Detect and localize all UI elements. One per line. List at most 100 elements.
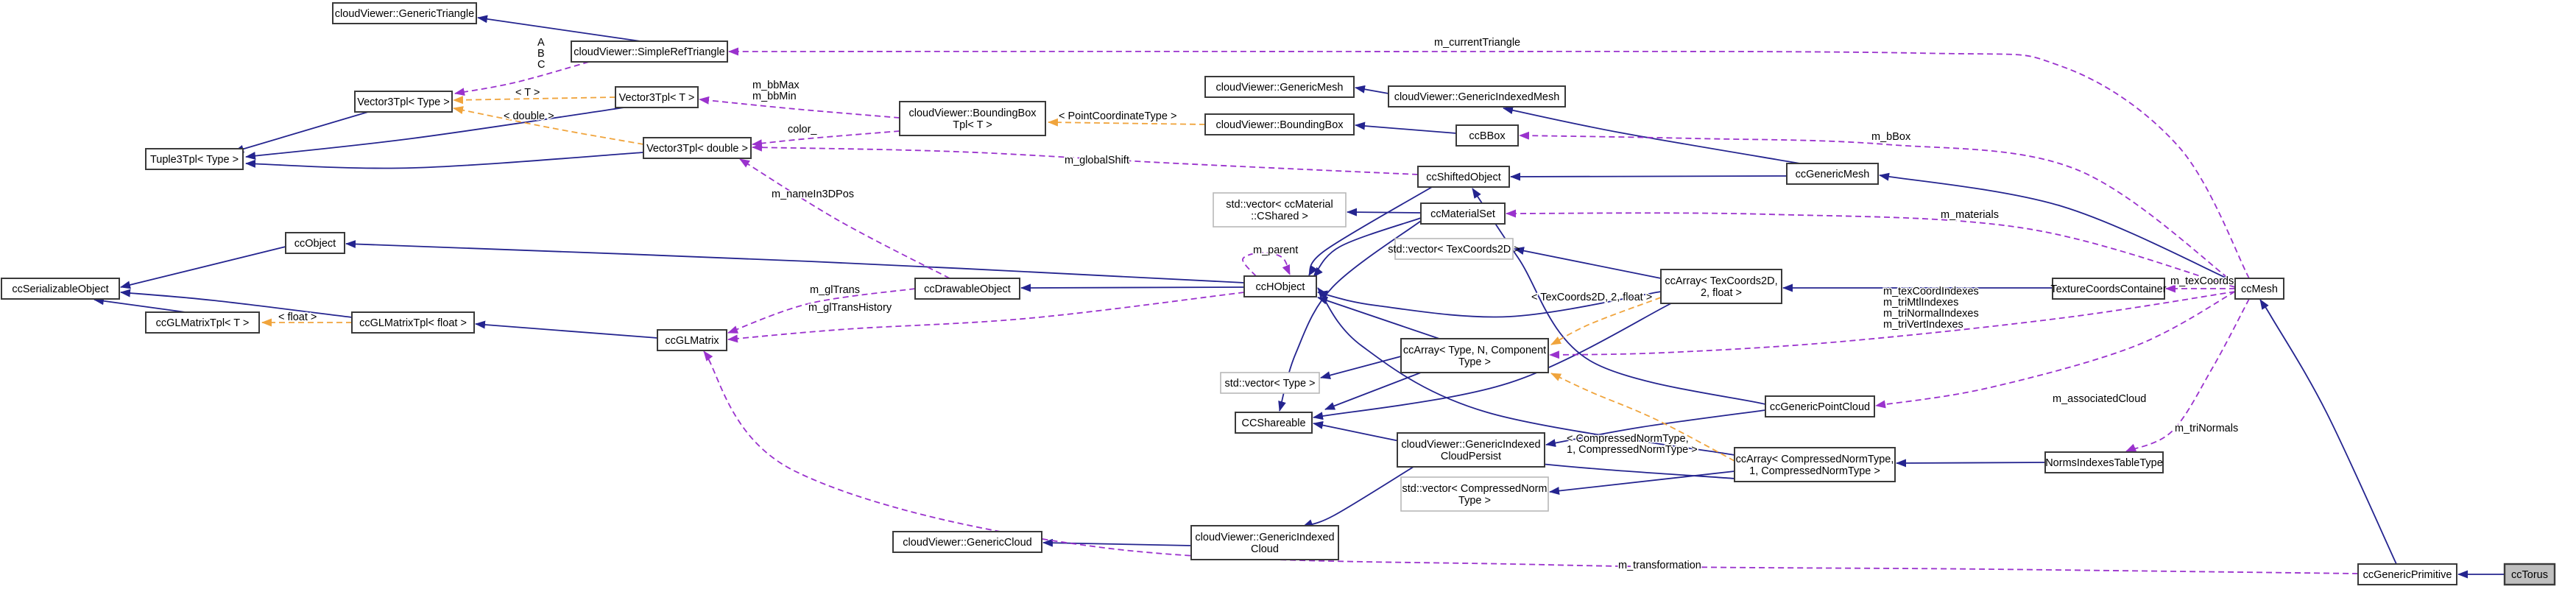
edge-label-ccGenericPrimitive-ccGLMatrix: m_transformation: [1618, 560, 1701, 571]
node-label-ccMesh: ccMesh: [2241, 283, 2278, 295]
edge-template-ccArrayTexCoords-ccArrayTemplate: [1550, 297, 1662, 345]
edge-template-vector3TplT-vector3TplType: [453, 96, 616, 105]
node-label-ccMaterialSet: ccMaterialSet: [1430, 208, 1495, 220]
node-label-ccGLMatrixTplFloat: ccGLMatrixTpl< float >: [359, 317, 467, 329]
node-label-stdVectorTexCoords: std::vector< TexCoords2D >: [1388, 244, 1520, 256]
node-ccGenericMesh[interactable]: ccGenericMesh: [1786, 163, 1879, 185]
node-ccShiftedObject[interactable]: ccShiftedObject: [1417, 166, 1510, 188]
node-ccMesh[interactable]: ccMesh: [2234, 278, 2284, 300]
edge-label-ccShiftedObject-vector3TplDouble: m_globalShift: [1065, 155, 1129, 166]
node-ccGLMatrix[interactable]: ccGLMatrix: [657, 329, 727, 351]
node-box-ccMaterialSet: [1420, 202, 1506, 225]
node-box-genericCloud: [892, 531, 1042, 553]
node-ccBBox[interactable]: ccBBox: [1455, 124, 1519, 147]
node-ccGLMatrixTplT[interactable]: ccGLMatrixTpl< T >: [145, 311, 260, 334]
edge-inheritance-ccMaterialSet-stdVectorMaterial: [1347, 208, 1422, 216]
edge-inheritance-ccGenericMesh-genericIndexedMesh: [1503, 106, 1801, 164]
node-box-ccGLMatrixTplFloat: [351, 311, 475, 334]
edge-inheritance-ccArrayCompressed-ccHObject: [1317, 287, 1735, 456]
node-box-genericIndexedCloud: [1190, 525, 1339, 560]
edge-label-ccMesh-ccGenericPointCloud: m_associatedCloud: [2053, 393, 2146, 405]
node-textureCoordsContainer[interactable]: TextureCoordsContainer: [2050, 278, 2167, 300]
edge-inheritance-ccObject-ccSerializableObject: [120, 246, 286, 289]
node-box-ccShiftedObject: [1417, 166, 1510, 188]
edge-inheritance-ccArrayCompressed-stdVectorCompressed: [1549, 471, 1735, 496]
node-ccTorus: ccTorus: [2503, 563, 2556, 586]
node-box-stdVectorCompressed: [1400, 476, 1549, 512]
node-ccDrawableObject[interactable]: ccDrawableObject: [914, 278, 1020, 300]
edge-inheritance-ccHObject-ccObject: [345, 239, 1245, 283]
edge-inheritance-ccArrayTexCoords-ccHObject: [1317, 290, 1662, 318]
node-ccArrayTexCoords[interactable]: ccArray< TexCoords2D,2, float >: [1660, 269, 1782, 304]
edge-label-ccGLMatrixTplFloat-ccGLMatrixTplT: < float >: [278, 311, 317, 323]
node-vector3TplT[interactable]: Vector3Tpl< T >: [615, 86, 699, 108]
node-box-ccArrayTexCoords: [1660, 269, 1782, 304]
edge-label-ccArrayTexCoords-ccArrayTemplate: < TexCoords2D, 2, float >: [1531, 292, 1652, 303]
node-vector3TplDouble[interactable]: Vector3Tpl< double >: [643, 137, 752, 159]
node-box-CCShareable: [1235, 412, 1313, 434]
edge-inheritance-vector3TplDouble-tuple3TplType: [245, 152, 644, 169]
edge-label-ccMesh-simpleRefTriangle: m_currentTriangle: [1434, 37, 1520, 49]
node-tuple3TplType[interactable]: Tuple3Tpl< Type >: [145, 148, 244, 170]
node-box-genericTriangle: [332, 2, 477, 24]
edge-usage-ccMesh-ccArrayTemplate: [1549, 291, 2236, 359]
edge-label-ccDrawableObject-ccGLMatrix: m_glTrans: [810, 284, 860, 296]
node-normsIndexesTableType[interactable]: NormsIndexesTableType: [2044, 451, 2164, 473]
edge-usage-ccHObject-ccGLMatrix: [727, 292, 1245, 343]
node-ccGenericPrimitive[interactable]: ccGenericPrimitive: [2357, 563, 2457, 585]
node-genericCloud[interactable]: cloudViewer::GenericCloud: [892, 531, 1042, 553]
edge-label-boundingBox-boundingBoxTpl: < PointCoordinateType >: [1059, 110, 1176, 122]
node-ccSerializableObject[interactable]: ccSerializableObject: [1, 278, 120, 300]
node-simpleRefTriangle[interactable]: cloudViewer::SimpleRefTriangle: [571, 40, 728, 63]
node-ccArrayCompressed[interactable]: ccArray< CompressedNormType,1, Compresse…: [1734, 447, 1896, 482]
node-box-ccGLMatrix: [657, 329, 727, 351]
node-ccGenericPointCloud[interactable]: ccGenericPointCloud: [1765, 395, 1875, 417]
node-box-ccArrayCompressed: [1734, 447, 1896, 482]
node-ccMaterialSet[interactable]: ccMaterialSet: [1420, 202, 1506, 225]
node-box-ccObject: [285, 232, 345, 254]
node-box-stdVectorTexCoords: [1394, 238, 1514, 260]
node-label-ccShiftedObject: ccShiftedObject: [1426, 172, 1501, 183]
node-ccHObject[interactable]: ccHObject: [1243, 275, 1317, 297]
node-stdVectorTexCoords[interactable]: std::vector< TexCoords2D >: [1388, 238, 1520, 260]
node-vector3TplType[interactable]: Vector3Tpl< Type >: [354, 91, 453, 113]
edge-inheritance-ccArrayTemplate-ccHObject: [1317, 296, 1440, 339]
node-genericTriangle[interactable]: cloudViewer::GenericTriangle: [332, 2, 477, 24]
node-label-CCShareable: CCShareable: [1241, 417, 1305, 429]
node-ccGLMatrixTplFloat[interactable]: ccGLMatrixTpl< float >: [351, 311, 475, 334]
node-genericIndexedMesh[interactable]: cloudViewer::GenericIndexedMesh: [1388, 85, 1566, 108]
node-label-vector3TplDouble: Vector3Tpl< double >: [646, 143, 748, 155]
node-ccObject[interactable]: ccObject: [285, 232, 345, 254]
node-CCShareable[interactable]: CCShareable: [1235, 412, 1313, 434]
node-stdVectorMaterial[interactable]: std::vector< ccMaterial::CShared >: [1213, 192, 1347, 228]
node-boundingBox[interactable]: cloudViewer::BoundingBox: [1204, 113, 1355, 135]
node-genericMesh[interactable]: cloudViewer::GenericMesh: [1204, 76, 1355, 98]
edge-template-ccArrayCompressed-ccArrayTemplate: [1550, 373, 1735, 462]
node-label-simpleRefTriangle: cloudViewer::SimpleRefTriangle: [574, 46, 725, 58]
node-label-stdVectorType: std::vector< Type >: [1224, 378, 1315, 390]
node-box-textureCoordsContainer: [2052, 278, 2165, 300]
edge-usage-ccDrawableObject-ccGLMatrix: [727, 288, 916, 334]
node-stdVectorType[interactable]: std::vector< Type >: [1220, 372, 1320, 394]
node-box-normsIndexesTableType: [2044, 451, 2164, 473]
node-box-ccTorus: [2503, 563, 2556, 586]
node-box-stdVectorType: [1220, 372, 1320, 394]
node-label-textureCoordsContainer: TextureCoordsContainer: [2050, 283, 2166, 295]
edge-label-ccMesh-textureCoordsContainer: m_texCoords: [2170, 275, 2234, 287]
node-label-ccGenericMesh: ccGenericMesh: [1796, 169, 1870, 180]
node-label-stdVectorMaterial: std::vector< ccMaterial::CShared >: [1226, 199, 1333, 222]
edge-inheritance-vector3TplT-tuple3TplType: [245, 107, 625, 161]
node-box-ccGenericMesh: [1786, 163, 1879, 185]
